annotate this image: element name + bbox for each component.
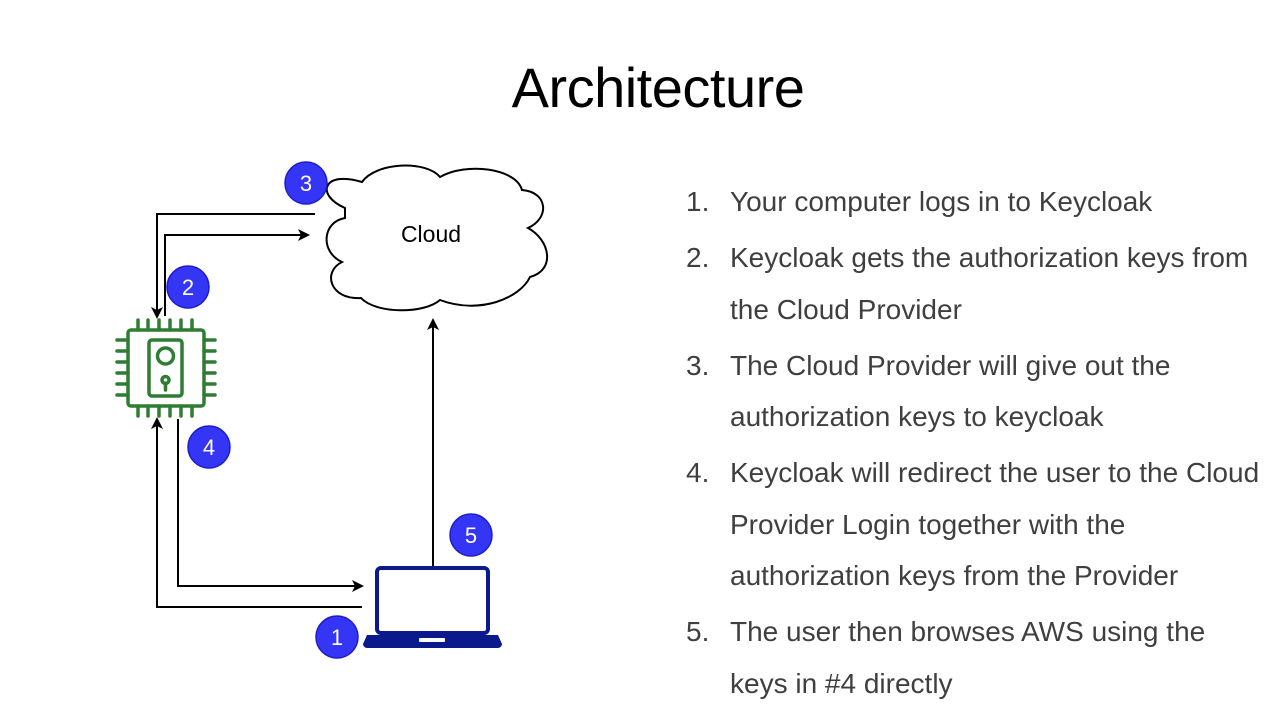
cloud-label: Cloud [401, 221, 461, 247]
step-number: 3. [686, 349, 710, 381]
keycloak-chip-icon [115, 318, 217, 418]
architecture-diagram: Cloud [115, 161, 548, 659]
arrow-cloud-to-keycloak [151, 213, 315, 319]
badge-5: 5 [449, 513, 493, 557]
step-text: Your computer logs in to Keycloak [730, 186, 1153, 217]
badge-4: 4 [187, 425, 231, 469]
badge-1-label: 1 [331, 625, 343, 650]
step-number: 2. [686, 242, 710, 273]
arrow-laptop-to-keycloak [151, 417, 362, 608]
laptop-icon [363, 566, 502, 648]
step-item-2: 2. Keycloak gets the authorization keys … [686, 232, 1266, 335]
badge-1: 1 [315, 615, 359, 659]
step-text: The user then browses AWS using the keys… [730, 616, 1206, 699]
badge-2: 2 [166, 265, 210, 309]
badge-4-label: 4 [203, 435, 215, 460]
badge-2-label: 2 [182, 275, 194, 300]
step-text: Keycloak will redirect the user to the C… [730, 457, 1260, 591]
slide-title: Architecture [511, 56, 805, 119]
step-text: The Cloud Provider will give out the aut… [730, 349, 1171, 433]
arrow-keycloak-to-laptop [177, 419, 364, 592]
step-text: Keycloak gets the authorization keys fro… [730, 242, 1249, 325]
connectors [151, 213, 439, 608]
badge-5-label: 5 [465, 523, 477, 548]
arrow-keycloak-to-cloud [164, 229, 310, 316]
step-item-4: 4. Keycloak will redirect the user to th… [686, 447, 1266, 602]
step-number: 1. [686, 186, 710, 217]
step-item-3: 3. The Cloud Provider will give out the … [686, 340, 1266, 443]
badge-3-label: 3 [300, 171, 312, 196]
step-number: 5. [686, 616, 710, 647]
step-item-5: 5. The user then browses AWS using the k… [686, 606, 1266, 709]
badge-3: 3 [284, 161, 328, 205]
steps-list: 1. Your computer logs in to Keycloak 2. … [686, 176, 1266, 714]
step-number: 4. [686, 457, 710, 488]
cloud-icon: Cloud [325, 164, 548, 312]
step-item-1: 1. Your computer logs in to Keycloak [686, 176, 1266, 228]
